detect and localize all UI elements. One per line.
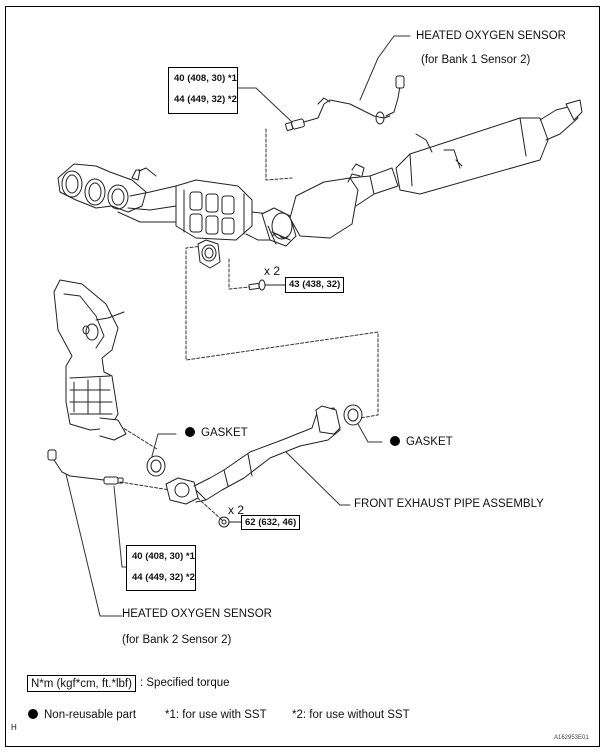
bank1-outlet-flange: [197, 239, 221, 269]
non-reusable-dot-icon: [390, 436, 400, 446]
oxygen-sensor-bank1-s2: [237, 35, 411, 131]
label-ho2s-bank1: HEATED OXYGEN SENSOR: [416, 30, 566, 42]
center-pipe-front-flange: [261, 207, 297, 247]
torque-sensor-bank2-no-sst: 44 (449, 32) *2: [132, 572, 195, 583]
torque-sensor-bank1-no-sst: 44 (449, 32) *2: [174, 94, 237, 105]
gasket-left-text: GASKET: [201, 427, 248, 439]
label-gasket-right: GASKET: [390, 436, 453, 448]
legend-note-2: *2: for use without SST: [292, 709, 410, 721]
footer-letter: H: [11, 723, 17, 732]
label-ho2s-bank2: HEATED OXYGEN SENSOR: [122, 608, 272, 620]
front-exhaust-pipe-art: [165, 405, 341, 505]
torque-box-sensor-bank1: 40 (408, 30) *1 44 (449, 32) *2: [168, 67, 238, 114]
nut-art: [218, 516, 242, 528]
legend-non-reusable-text: Non-reusable part: [44, 709, 137, 721]
exhaust-manifold-bank2: [53, 279, 127, 441]
label-front-exhaust-pipe: FRONT EXHAUST PIPE ASSEMBLY: [354, 498, 544, 510]
legend-non-reusable: Non-reusable part: [28, 709, 136, 721]
catalytic-converter-bank1: [175, 179, 283, 241]
torque-sensor-bank2-sst: 40 (408, 30) *1: [132, 551, 195, 562]
nut-quantity: x 2: [228, 503, 245, 517]
non-reusable-dot-icon: [28, 709, 38, 719]
torque-box-sensor-bank2: 40 (408, 30) *1 44 (449, 32) *2: [126, 545, 196, 591]
legend-note-1: *1: for use with SST: [165, 709, 267, 721]
legend-torque-unit-box: N*m (kgf*cm, ft.*lbf): [27, 675, 136, 692]
label-ho2s-bank1-sub: (for Bank 1 Sensor 2): [421, 54, 531, 66]
torque-bolt: 43 (438, 32): [285, 277, 345, 293]
torque-nut: 62 (632, 46): [241, 515, 301, 530]
oxygen-sensor-bank2-s2: [47, 449, 129, 617]
center-exhaust-pipe: [289, 99, 583, 239]
diagram-frame: [5, 6, 600, 747]
gasket-right-text: GASKET: [406, 436, 453, 448]
figure-id: A162953E01: [554, 735, 589, 741]
exhaust-manifold-bank1: [57, 163, 179, 223]
gasket-left-art: [146, 455, 166, 477]
bolt-quantity: x 2: [264, 264, 281, 278]
label-leader-lines: [151, 423, 383, 506]
label-ho2s-bank2-sub: (for Bank 2 Sensor 2): [122, 634, 232, 646]
non-reusable-dot-icon: [185, 427, 195, 437]
legend-torque-desc: : Specified torque: [140, 677, 230, 689]
torque-sensor-bank1-sst: 40 (408, 30) *1: [174, 73, 237, 84]
upstream-sensor-bank1: [131, 167, 157, 181]
gasket-right-art: [343, 404, 363, 426]
label-gasket-left: GASKET: [185, 427, 248, 439]
bolt-art: [248, 279, 286, 291]
